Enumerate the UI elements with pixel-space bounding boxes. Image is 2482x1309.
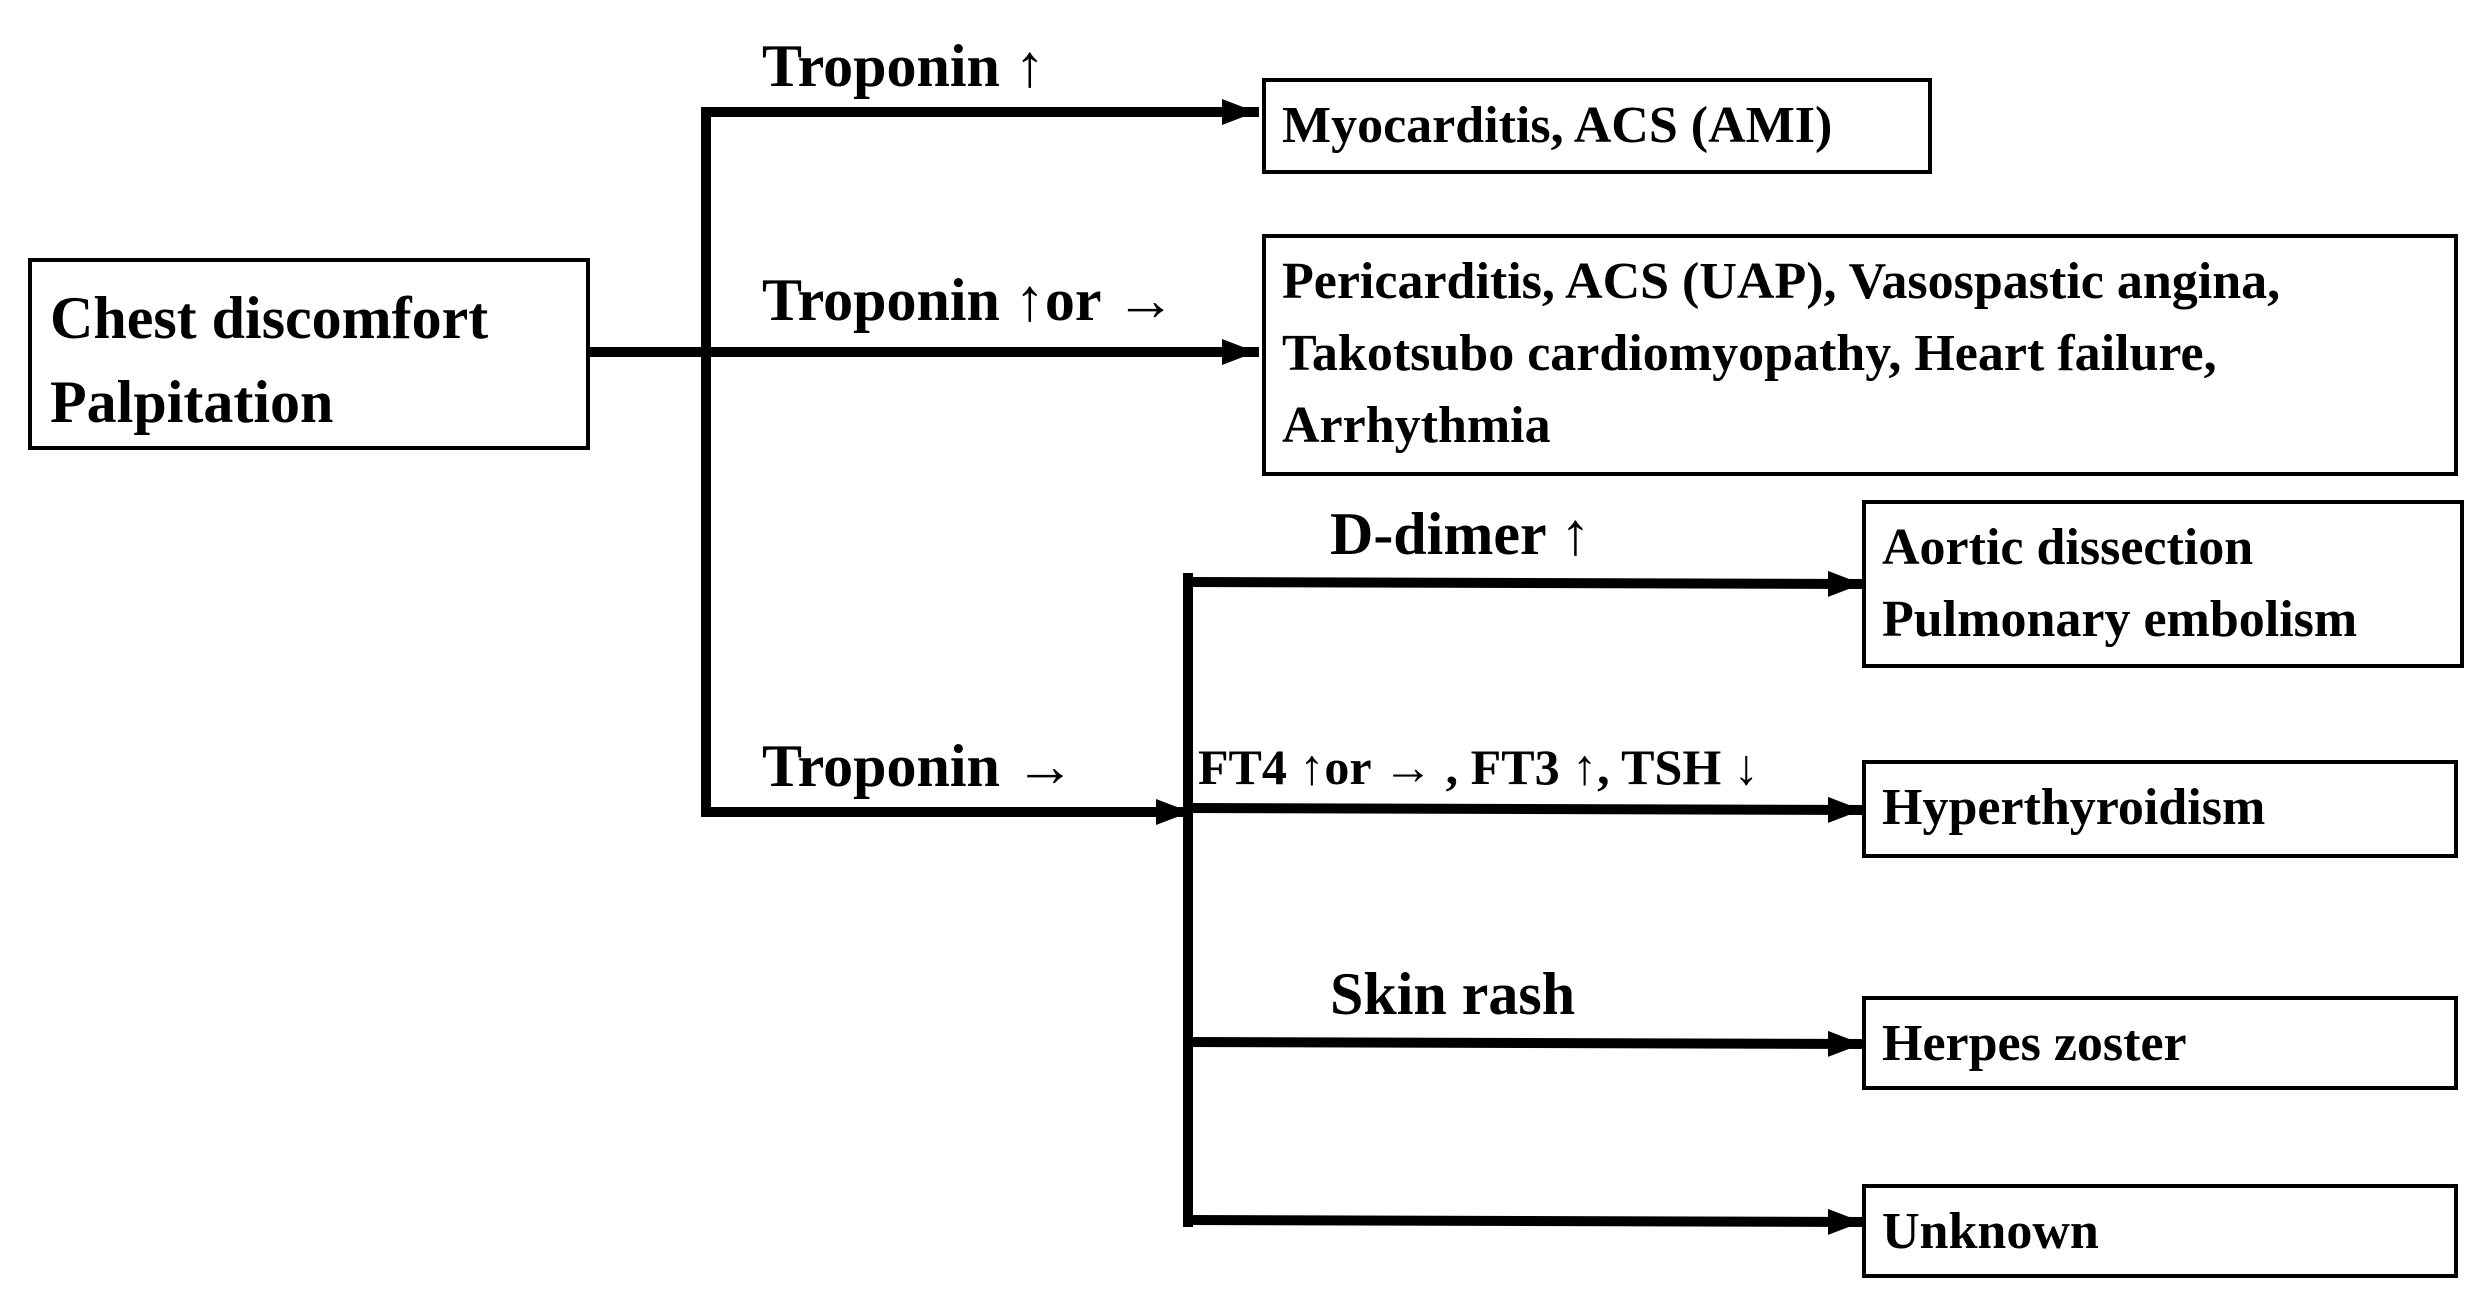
outcome-unknown: Unknown	[1862, 1184, 2458, 1278]
outcome-aortic-line-2: Pulmonary embolism	[1882, 591, 2358, 648]
start-box: Chest discomfort Palpitation	[28, 258, 590, 450]
start-line-2: Palpitation	[50, 369, 334, 435]
outcome-hyperthyroidism-line: Hyperthyroidism	[1882, 779, 2266, 836]
arrow-unknown	[1182, 1208, 1866, 1235]
outcome-unknown-line: Unknown	[1882, 1203, 2099, 1260]
outcome-myocarditis-line: Myocarditis, ACS (AMI)	[1282, 97, 1833, 154]
outcome-myocarditis: Myocarditis, ACS (AMI)	[1262, 78, 1932, 174]
outcome-pericarditis-line-2: Takotsubo cardiomyopathy, Heart failure,	[1282, 325, 2217, 382]
outcome-aortic: Aortic dissection Pulmonary embolism	[1862, 500, 2464, 668]
outcome-pericarditis: Pericarditis, ACS (UAP), Vasospastic ang…	[1262, 234, 2458, 476]
label-troponin-up: Troponin ↑	[762, 33, 1045, 99]
label-thyroid: FT4 ↑or → , FT3 ↑, TSH ↓	[1198, 739, 1759, 795]
label-troponin-flat: Troponin →	[762, 733, 1075, 799]
label-ddimer: D-dimer ↑	[1330, 501, 1591, 567]
outcome-pericarditis-line-3: Arrhythmia	[1282, 397, 1551, 454]
label-skin-rash: Skin rash	[1330, 961, 1576, 1027]
outcome-pericarditis-line-1: Pericarditis, ACS (UAP), Vasospastic ang…	[1282, 253, 2281, 310]
start-line-1: Chest discomfort	[50, 285, 489, 351]
outcome-herpes-line: Herpes zoster	[1882, 1015, 2187, 1072]
outcome-herpes: Herpes zoster	[1862, 996, 2458, 1090]
label-troponin-up-or-flat: Troponin ↑or →	[762, 267, 1176, 333]
arrow-thyroid	[1182, 796, 1866, 823]
arrow-ddimer	[1182, 570, 1866, 597]
outcome-aortic-line-1: Aortic dissection	[1882, 519, 2254, 576]
arrow-skin	[1182, 1030, 1866, 1057]
outcome-hyperthyroidism: Hyperthyroidism	[1862, 760, 2458, 858]
